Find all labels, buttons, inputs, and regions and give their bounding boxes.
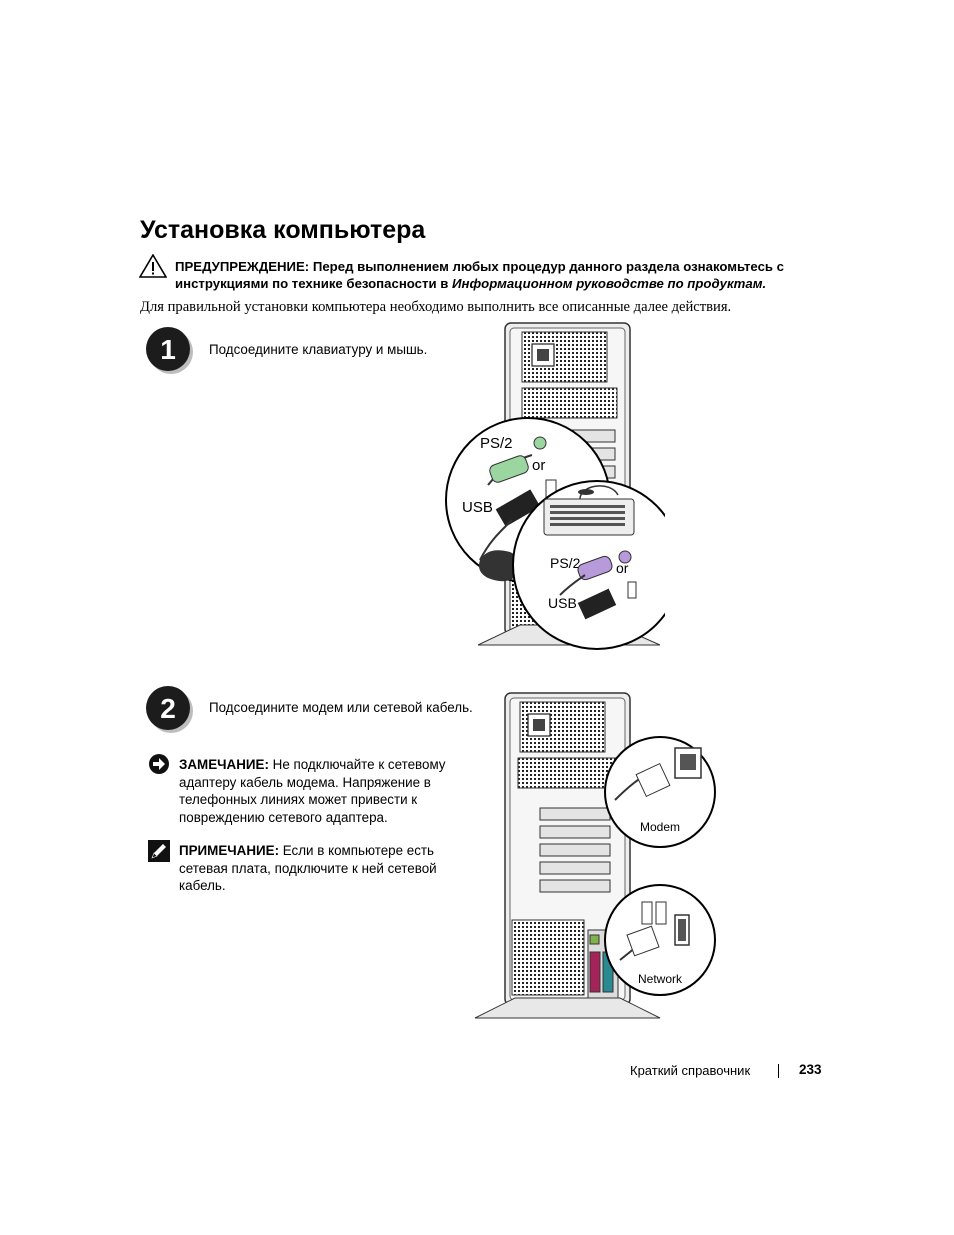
ps2-label-right: PS/2	[550, 555, 581, 571]
network-label: Network	[638, 972, 683, 986]
usb-label-right: USB	[548, 595, 577, 611]
notice-arrow-icon	[149, 754, 169, 774]
note-text: ПРИМЕЧАНИЕ: Если в компьютере есть сетев…	[179, 842, 469, 895]
step-1-text: Подсоедините клавиатуру и мышь.	[209, 342, 428, 357]
warning-triangle-icon	[139, 254, 167, 278]
warning-label: ПРЕДУПРЕЖДЕНИЕ:	[175, 259, 310, 274]
notice-label: ЗАМЕЧАНИЕ:	[179, 757, 269, 772]
step-2-number: 2	[160, 693, 176, 724]
footer-separator	[778, 1064, 779, 1078]
modem-network-figure: Modem Network	[474, 692, 716, 1019]
step-2-badge: 2	[146, 686, 193, 733]
step-1-number: 1	[160, 334, 176, 365]
or-label-right: or	[616, 560, 629, 576]
warning-text: ПРЕДУПРЕЖДЕНИЕ: Перед выполнением любых …	[175, 258, 855, 292]
intro-text: Для правильной установки компьютера необ…	[140, 299, 732, 315]
page-number: 233	[799, 1062, 822, 1077]
step-1-badge: 1	[146, 327, 193, 374]
ps2-label-left: PS/2	[480, 435, 513, 452]
note-body: Если в компьютере есть сетевая плата, по…	[179, 843, 437, 893]
footer-section-title: Краткий справочник	[630, 1063, 751, 1078]
page-title: Установка компьютера	[140, 216, 426, 244]
notice-text: ЗАМЕЧАНИЕ: Не подключайте к сетевому ада…	[179, 756, 469, 826]
note-pencil-icon	[148, 840, 170, 862]
usb-label-left: USB	[462, 499, 493, 516]
warning-body: Перед выполнением любых процедур данного…	[175, 259, 785, 291]
warning-doc-title: Информационном руководстве по продуктам.	[452, 276, 767, 291]
notice-body: Не подключайте к сетевому адаптеру кабел…	[179, 757, 446, 825]
keyboard-mouse-figure: PS/2 or USB PS/2 or USB	[445, 322, 665, 650]
note-label: ПРИМЕЧАНИЕ:	[179, 843, 280, 858]
or-label-left: or	[532, 457, 545, 474]
modem-label: Modem	[640, 820, 680, 834]
step-2-text: Подсоедините модем или сетевой кабель.	[209, 700, 473, 715]
